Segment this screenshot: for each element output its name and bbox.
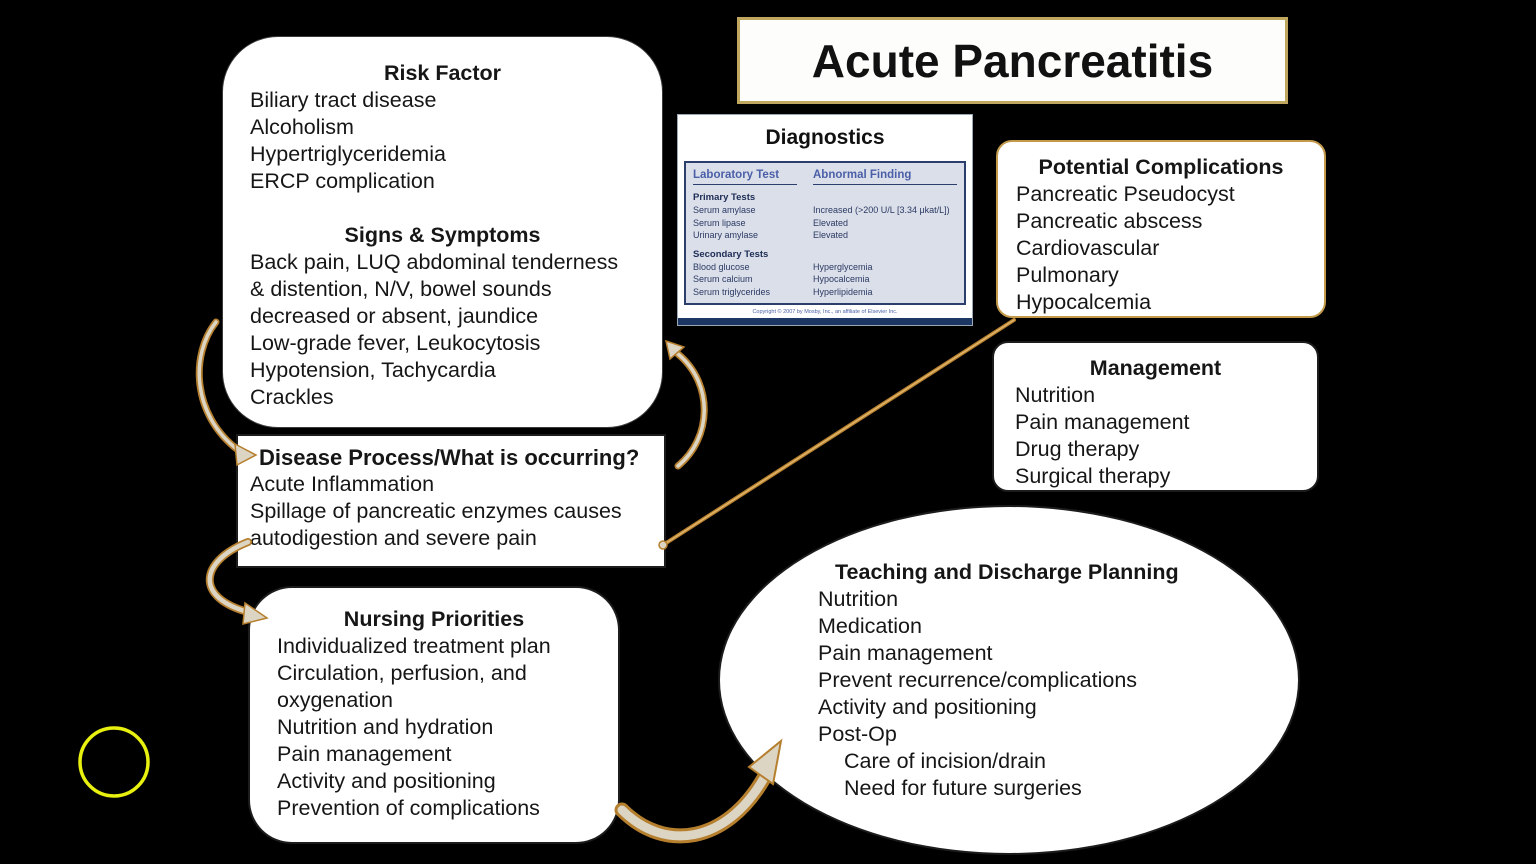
lab-test: Serum triglycerides xyxy=(693,286,771,297)
symptom-line: Back pain, LUQ abdominal tenderness xyxy=(250,250,619,274)
spacer xyxy=(223,195,662,222)
image-bottom-strip xyxy=(678,318,972,325)
risk-factor-box: Risk Factor Biliary tract disease Alcoho… xyxy=(222,36,663,428)
risk-factor-heading: Risk Factor xyxy=(383,61,502,85)
lab-test: Serum amylase xyxy=(693,205,756,215)
table-section-label: Secondary Tests xyxy=(693,248,769,260)
complication-item: Cardiovascular xyxy=(1016,236,1160,260)
table-row: Serum lipase Elevated xyxy=(693,217,957,230)
potential-complications-box: Potential Complications Pancreatic Pseud… xyxy=(996,140,1326,318)
disease-line: autodigestion and severe pain xyxy=(250,526,537,550)
risk-item: Biliary tract disease xyxy=(250,88,437,112)
lab-test: Blood glucose xyxy=(693,261,750,272)
nursing-line: oxygenation xyxy=(277,688,393,712)
copyright-line: Copyright © 2007 by Mosby, Inc., an affi… xyxy=(752,309,898,315)
table-row: Serum calcium Hypocalcemia xyxy=(693,273,957,286)
complication-item: Pancreatic abscess xyxy=(1016,209,1203,233)
management-item: Drug therapy xyxy=(1015,437,1140,461)
column-header: Abnormal Finding xyxy=(813,168,957,185)
laser-pointer-ring xyxy=(78,726,150,798)
column-header: Laboratory Test xyxy=(693,168,797,185)
disease-process-box: Disease Process/What is occurring? Acute… xyxy=(236,434,666,568)
nursing-priorities-heading: Nursing Priorities xyxy=(343,607,525,631)
teaching-line: Prevent recurrence/complications xyxy=(818,668,1138,692)
risk-item: ERCP complication xyxy=(250,169,435,193)
symptom-line: Crackles xyxy=(250,385,334,409)
lab-test: Serum lipase xyxy=(693,217,746,228)
management-item: Pain management xyxy=(1015,410,1190,434)
lab-results-table: Laboratory Test Abnormal Finding Primary… xyxy=(684,161,966,305)
complications-heading: Potential Complications xyxy=(1038,155,1284,179)
risk-item: Hypertriglyceridemia xyxy=(250,142,446,166)
table-row: Urinary amylase Elevated xyxy=(693,229,957,242)
teaching-line: Nutrition xyxy=(818,587,899,611)
lab-test: Urinary amylase xyxy=(693,230,759,240)
teaching-line: Post-Op xyxy=(818,722,897,746)
teaching-heading: Teaching and Discharge Planning xyxy=(835,560,1179,584)
slide-title-box: Acute Pancreatitis xyxy=(737,17,1288,104)
symptom-line: Low-grade fever, Leukocytosis xyxy=(250,331,541,355)
complication-item: Hypocalcemia xyxy=(1016,290,1152,314)
nursing-line: Prevention of complications xyxy=(277,796,540,820)
teaching-discharge-ellipse: Teaching and Discharge Planning Nutritio… xyxy=(718,505,1300,855)
teaching-line: Activity and positioning xyxy=(818,695,1037,719)
nursing-line: Circulation, perfusion, and xyxy=(277,661,527,685)
signs-symptoms-heading: Signs & Symptoms xyxy=(344,223,541,247)
symptom-line: & distention, N/V, bowel sounds xyxy=(250,277,552,301)
disease-line: Acute Inflammation xyxy=(250,472,435,496)
risk-item: Alcoholism xyxy=(250,115,354,139)
complication-item: Pancreatic Pseudocyst xyxy=(1016,182,1235,206)
lab-finding: Increased (>200 U/L [3.34 μkat/L]) xyxy=(813,205,950,215)
lab-finding: Hyperglycemia xyxy=(813,261,873,272)
lab-finding: Elevated xyxy=(813,217,849,228)
management-box: Management Nutrition Pain management Dru… xyxy=(992,341,1319,492)
table-section-label: Primary Tests xyxy=(693,192,756,203)
management-item: Nutrition xyxy=(1015,383,1096,407)
nursing-line: Activity and positioning xyxy=(277,769,496,793)
table-row: Serum amylase Increased (>200 U/L [3.34 … xyxy=(693,204,957,217)
nursing-line: Nutrition and hydration xyxy=(277,715,494,739)
teaching-subline: Care of incision/drain xyxy=(844,749,1046,773)
symptom-line: Hypotension, Tachycardia xyxy=(250,358,496,382)
teaching-subline: Need for future surgeries xyxy=(844,776,1082,800)
management-heading: Management xyxy=(1089,356,1222,380)
teaching-line: Pain management xyxy=(818,641,993,665)
lab-finding: Elevated xyxy=(813,230,849,240)
nursing-line: Pain management xyxy=(277,742,452,766)
disease-process-heading: Disease Process/What is occurring? xyxy=(259,445,640,470)
diagnostics-box: Diagnostics Laboratory Test Abnormal Fin… xyxy=(677,114,973,326)
symptom-line: decreased or absent, jaundice xyxy=(250,304,539,328)
slide-title: Acute Pancreatitis xyxy=(811,34,1214,87)
table-row: Serum triglycerides Hyperlipidemia xyxy=(693,286,957,299)
lab-test: Serum calcium xyxy=(693,274,753,284)
lab-finding: Hypocalcemia xyxy=(813,274,870,284)
nursing-line: Individualized treatment plan xyxy=(277,634,551,658)
diagnostics-heading: Diagnostics xyxy=(765,126,885,149)
lab-finding: Hyperlipidemia xyxy=(813,286,873,297)
table-header-row: Laboratory Test Abnormal Finding xyxy=(693,168,957,185)
nursing-priorities-box: Nursing Priorities Individualized treatm… xyxy=(248,586,620,844)
table-row: Blood glucose Hyperglycemia xyxy=(693,261,957,274)
teaching-line: Medication xyxy=(818,614,922,638)
disease-line: Spillage of pancreatic enzymes causes xyxy=(250,499,622,523)
complication-item: Pulmonary xyxy=(1016,263,1119,287)
management-item: Surgical therapy xyxy=(1015,464,1171,488)
